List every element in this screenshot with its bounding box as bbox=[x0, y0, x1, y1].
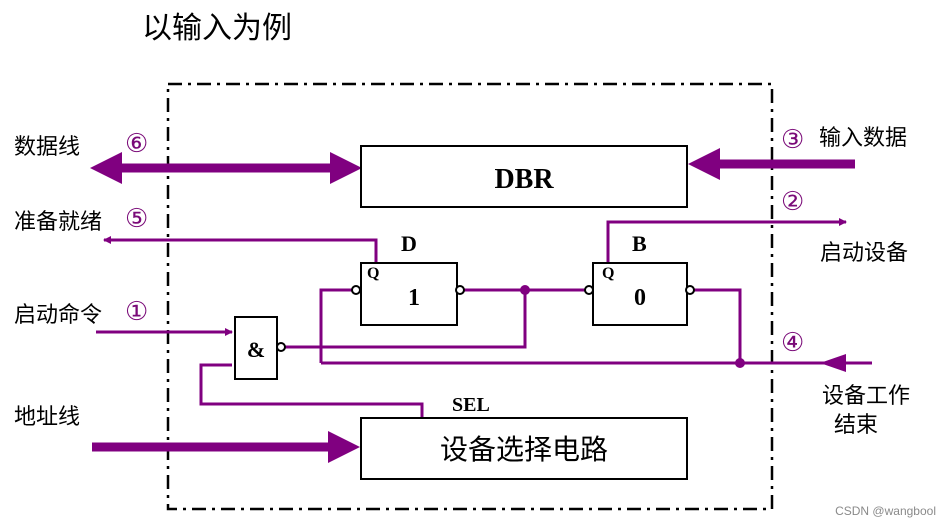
step-3-marker: ③ bbox=[781, 125, 804, 155]
junction-dot bbox=[735, 358, 745, 368]
data-line-arrowhead-left bbox=[90, 152, 122, 184]
device-selector-box bbox=[360, 417, 688, 480]
junction-dot bbox=[520, 285, 530, 295]
device-done-label-line1: 设备工作 bbox=[822, 384, 910, 409]
d-input-bubble bbox=[351, 285, 361, 295]
b-output-bubble bbox=[685, 285, 695, 295]
b-flipflop-label: B bbox=[632, 231, 647, 256]
b-input-bubble bbox=[584, 285, 594, 295]
watermark: CSDN @wangbool bbox=[835, 504, 936, 518]
and-to-d-wire bbox=[319, 288, 353, 347]
interface-frame bbox=[166, 82, 774, 511]
b-flipflop-q: Q bbox=[602, 265, 614, 282]
d-flipflop-value: 1 bbox=[408, 285, 420, 311]
address-line-arrowhead bbox=[328, 431, 360, 463]
and-gate-symbol: & bbox=[247, 337, 265, 362]
b-output-wire bbox=[692, 288, 742, 363]
dbr-box bbox=[360, 145, 688, 208]
sel-wire bbox=[199, 363, 424, 418]
junction-drop-wire bbox=[285, 290, 527, 349]
data-line-arrowhead-right bbox=[330, 152, 362, 184]
d-flipflop-q: Q bbox=[367, 265, 379, 282]
start-command-label: 启动命令 bbox=[14, 303, 102, 328]
step-2-marker: ② bbox=[781, 187, 804, 217]
device-done-label-line2: 结束 bbox=[834, 413, 878, 438]
step-4-marker: ④ bbox=[781, 328, 804, 358]
address-line-label: 地址线 bbox=[14, 405, 80, 430]
b-flipflop-value: 0 bbox=[634, 285, 646, 311]
ready-label: 准备就绪 bbox=[14, 210, 102, 235]
d-flipflop-label: D bbox=[401, 231, 417, 256]
start-device-label: 启动设备 bbox=[820, 241, 908, 266]
data-line-label: 数据线 bbox=[14, 135, 80, 160]
step-6-marker: ⑥ bbox=[125, 129, 148, 159]
input-data-arrowhead bbox=[688, 148, 720, 180]
and-output-bubble bbox=[276, 342, 286, 352]
sel-label: SEL bbox=[452, 394, 490, 416]
dbr-label: DBR bbox=[494, 164, 554, 195]
step-5-marker: ⑤ bbox=[125, 204, 148, 234]
input-data-label: 输入数据 bbox=[819, 126, 907, 151]
d-output-bubble bbox=[455, 285, 465, 295]
page-title: 以输入为例 bbox=[142, 11, 292, 46]
device-done-arrowhead bbox=[820, 354, 846, 372]
ready-wire bbox=[103, 236, 378, 263]
and-gate-box bbox=[234, 316, 278, 380]
step-1-marker: ① bbox=[125, 297, 148, 327]
device-selector-label: 设备选择电路 bbox=[440, 433, 608, 466]
d-flipflop-box bbox=[360, 262, 458, 326]
start-device-wire bbox=[606, 218, 847, 263]
